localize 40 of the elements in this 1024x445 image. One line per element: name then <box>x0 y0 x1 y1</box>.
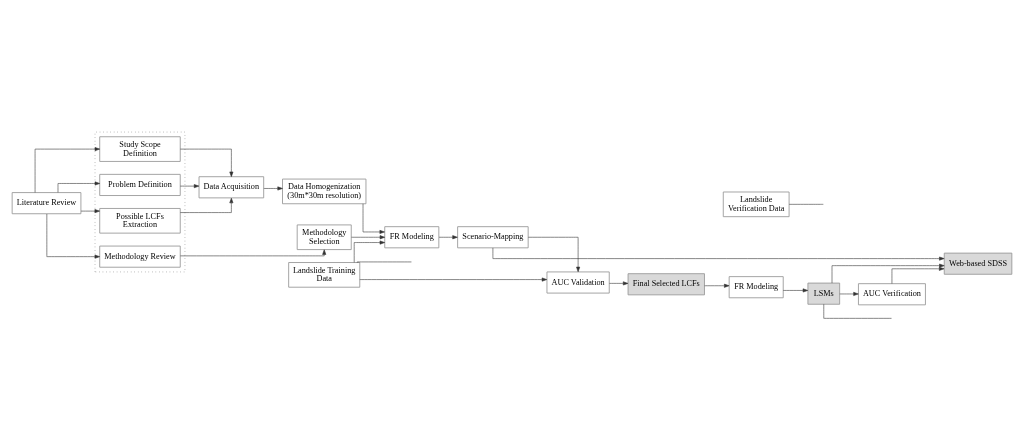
arrow <box>359 277 548 281</box>
arrow <box>528 236 581 272</box>
node-box: Final Selected LCFs <box>627 272 705 295</box>
node-box: Scenario-Mapping <box>457 225 529 248</box>
node-box: Possible LCFs Extraction <box>99 207 181 234</box>
node-box: AUC Verification <box>858 282 926 305</box>
node-box: Methodology Selection <box>296 223 352 250</box>
arrow <box>783 288 809 292</box>
arrow <box>180 183 200 188</box>
node-box: Methodology Review <box>99 245 181 268</box>
arrow <box>34 146 100 193</box>
arrow <box>180 148 234 177</box>
arrow <box>353 240 385 263</box>
arrow <box>351 234 386 239</box>
node-box: FR Modeling <box>728 275 784 298</box>
arrow <box>180 248 327 256</box>
node-box: AUC Validation <box>546 271 610 293</box>
arrow <box>46 213 100 259</box>
arrow <box>80 208 100 213</box>
node-box: Landslide Verification Data <box>722 191 790 217</box>
node-box: Problem Definition <box>99 173 181 196</box>
arrow <box>839 291 859 296</box>
arrow <box>704 283 730 288</box>
node-box: Study Scope Definition <box>99 135 181 162</box>
node-box: Data Homogenization (30m*30m resolution) <box>282 178 367 204</box>
connector <box>356 261 412 263</box>
node-box: Web-based SDSS <box>943 252 1013 275</box>
arrow <box>438 234 458 239</box>
arrow <box>891 266 945 284</box>
arrow <box>180 197 234 213</box>
node-box: FR Modeling <box>384 225 440 248</box>
arrow <box>263 186 283 190</box>
node-box: Data Acquisition <box>198 175 265 198</box>
arrow <box>362 203 385 234</box>
arrow <box>831 263 945 283</box>
arrow <box>609 280 629 285</box>
node-box: Landslide Training Data <box>288 261 361 288</box>
arrow <box>57 181 100 193</box>
node-box: LSMs <box>807 282 841 305</box>
node-box: Literature Review <box>11 191 82 214</box>
